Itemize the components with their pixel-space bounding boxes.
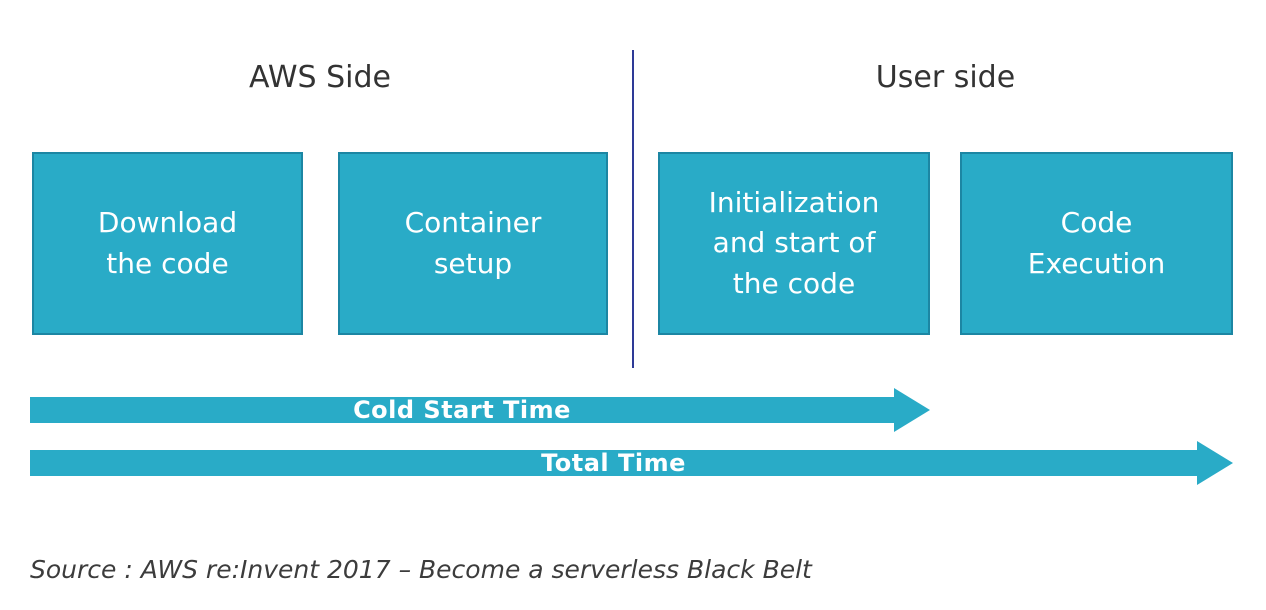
arrow-head-icon: [894, 388, 930, 432]
cold-start-time-arrow: Cold Start Time: [30, 388, 930, 432]
box-container-setup-label: Container setup: [404, 205, 542, 280]
box-initialization: Initialization and start of the code: [658, 152, 930, 335]
aws-side-heading: AWS Side: [248, 60, 391, 95]
total-time-arrow-bar: Total Time: [30, 449, 1197, 477]
box-download-code: Download the code: [32, 152, 303, 335]
user-side-heading: User side: [875, 60, 1016, 95]
arrow-head-icon: [1197, 441, 1233, 485]
cold-start-time-label: Cold Start Time: [353, 396, 571, 424]
box-code-execution: Code Execution: [960, 152, 1233, 335]
box-code-execution-label: Code Execution: [1027, 205, 1166, 280]
cold-start-time-arrow-bar: Cold Start Time: [30, 396, 894, 424]
source-caption: Source : AWS re:Invent 2017 – Become a s…: [30, 555, 812, 584]
total-time-label: Total Time: [541, 449, 686, 477]
box-download-code-label: Download the code: [97, 205, 238, 280]
side-divider-line: [632, 50, 634, 368]
total-time-arrow: Total Time: [30, 441, 1233, 485]
box-initialization-label: Initialization and start of the code: [708, 185, 880, 300]
box-container-setup: Container setup: [338, 152, 608, 335]
